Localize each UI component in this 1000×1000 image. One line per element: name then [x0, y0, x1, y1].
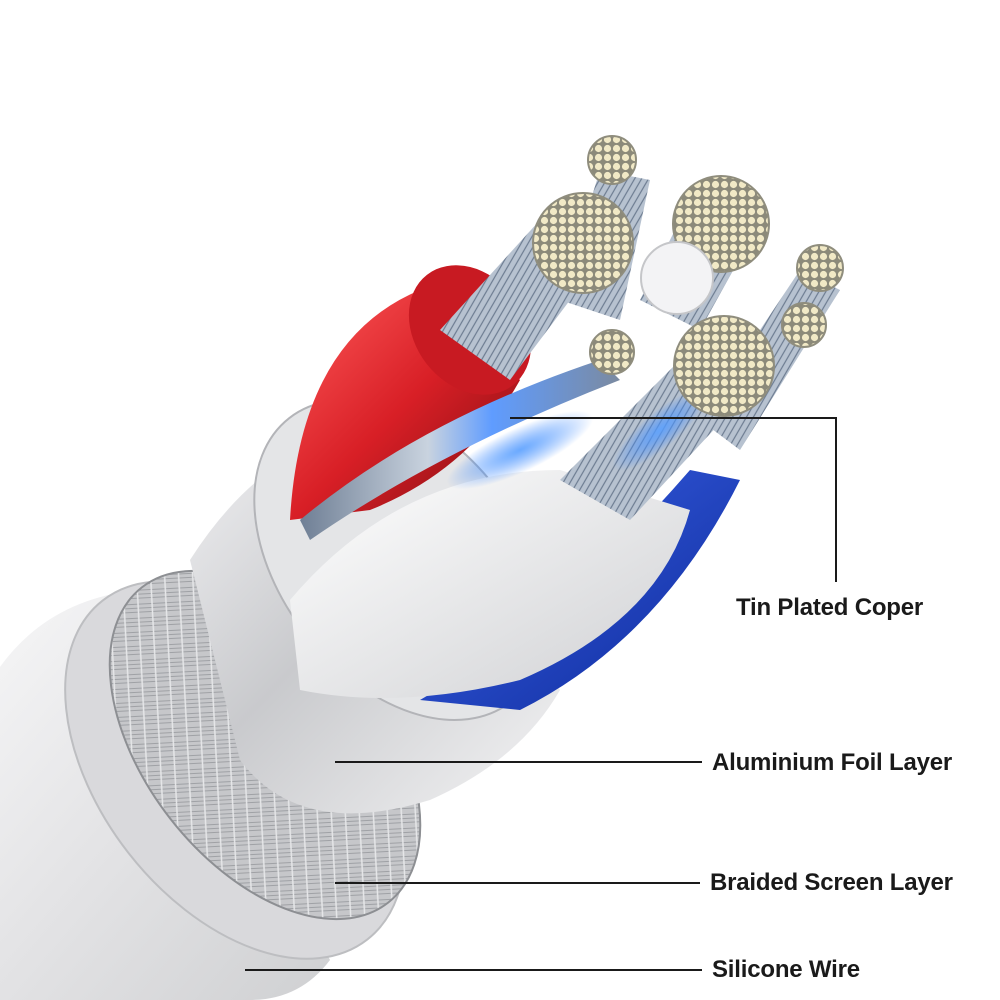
label-tin-plated-copper: Tin Plated Coper [736, 594, 924, 621]
strand-end-faces [532, 135, 844, 417]
white-wire [290, 470, 690, 698]
leader-lines [245, 417, 837, 971]
label-braided-screen-layer: Braided Screen Layer [710, 869, 953, 896]
leader-tin-plated-copper [510, 417, 837, 582]
label-silicone-wire: Silicone Wire [712, 956, 860, 983]
label-aluminium-foil-layer: Aluminium Foil Layer [712, 749, 953, 776]
